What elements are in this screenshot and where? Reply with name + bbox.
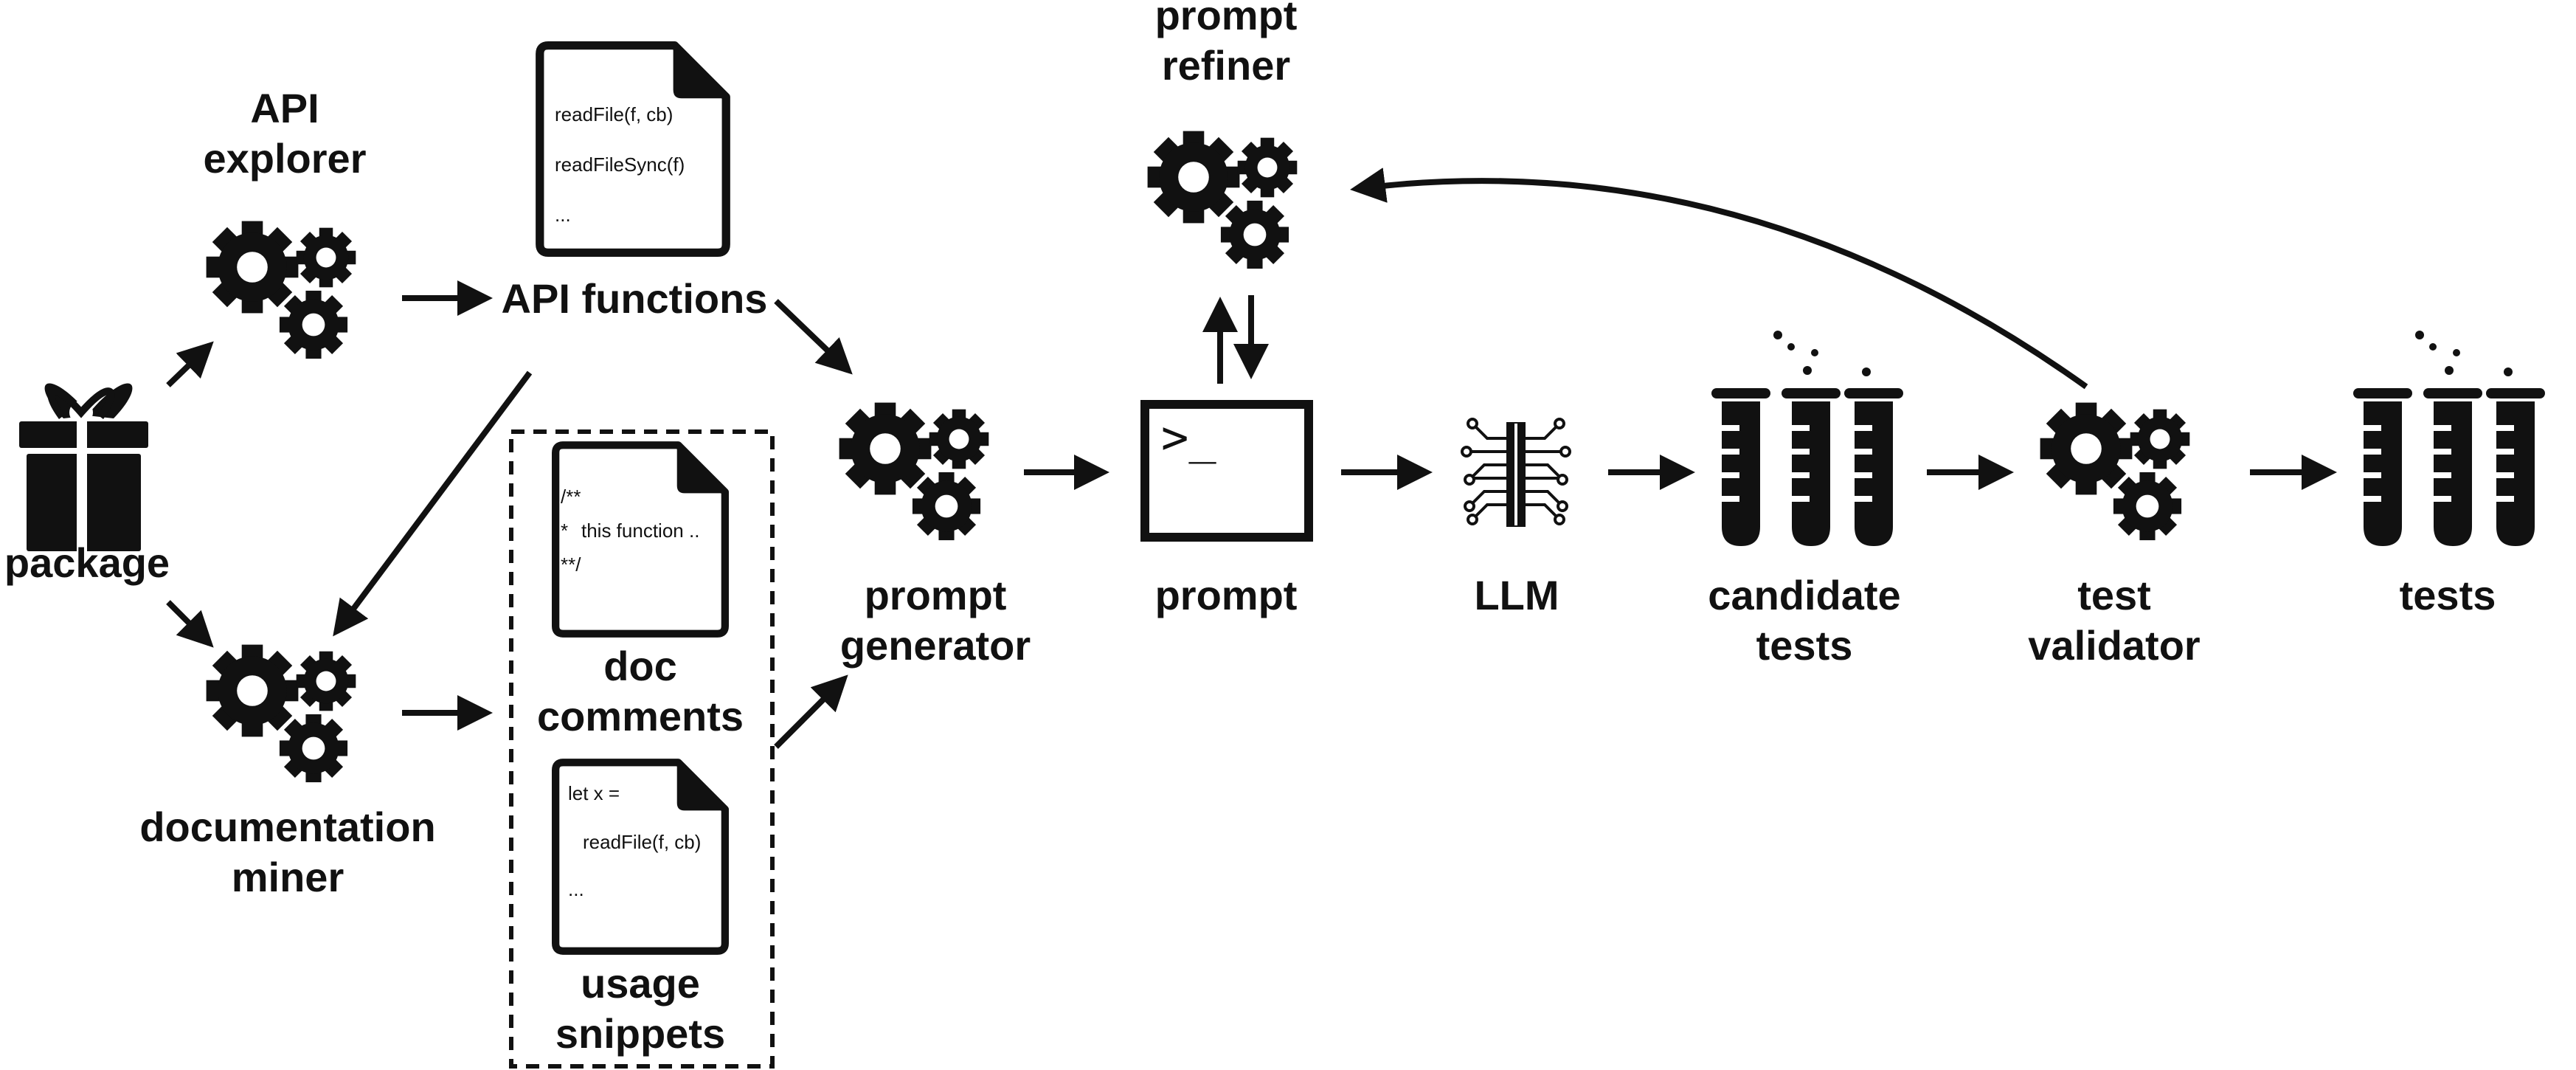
package-label: package: [4, 539, 170, 586]
prompt-label: prompt: [1155, 572, 1298, 618]
prompt-generator-label-line1: prompt: [865, 572, 1007, 618]
api-doc-line-1: readFile(f, cb): [555, 103, 673, 125]
doc-comment-line-4: **/: [561, 553, 581, 576]
terminal-icon: [1140, 400, 1313, 542]
prompt-refiner-node: prompt refiner: [1148, 0, 1298, 269]
doc-comment-line-2: *: [561, 520, 568, 542]
arrow-package-to-miner: [166, 600, 214, 648]
test-validator-label-line1: test: [2077, 572, 2151, 618]
llm-node: LLM: [1461, 418, 1571, 618]
gears-icon: [2040, 403, 2190, 540]
test-validator-label-line2: validator: [2028, 622, 2200, 669]
test-validator-node: test validator: [2028, 403, 2201, 669]
api-explorer-label-line1: API: [250, 85, 319, 131]
candidate-tests-node: candidate tests: [1708, 331, 1903, 669]
usage-snippets-label-line1: usage: [581, 960, 700, 1007]
candidate-tests-label-line1: candidate: [1708, 572, 1900, 618]
arrow-api-functions-to-miner: [333, 370, 533, 637]
terminal-prompt-text: >_: [1161, 410, 1216, 464]
doc-comments-label-line2: comments: [537, 693, 744, 739]
candidate-tests-label-line2: tests: [1756, 622, 1853, 669]
prompt-generator-label-line2: generator: [840, 622, 1031, 669]
arrow-package-to-explorer: [166, 341, 214, 387]
package-node: package: [4, 383, 170, 586]
tests-label: tests: [2400, 572, 2496, 618]
api-functions-node: readFile(f, cb) readFileSync(f) ... API …: [502, 46, 768, 322]
gears-icon: [207, 645, 356, 782]
api-explorer-node: API explorer: [204, 85, 367, 359]
documentation-sources-group: /** * this function .. **/ doc comments …: [509, 429, 775, 1069]
gears-icon: [1148, 131, 1298, 269]
gift-icon: [19, 383, 148, 551]
llm-label: LLM: [1474, 572, 1559, 618]
doc-comments-label-line1: doc: [603, 643, 677, 689]
documentation-miner-node: documentation miner: [139, 645, 436, 900]
prompt-node: >_ prompt: [1140, 400, 1313, 618]
arrow-docs-to-generator: [774, 674, 848, 749]
api-doc-line-2: readFileSync(f): [555, 153, 685, 176]
api-functions-label: API functions: [502, 275, 768, 322]
api-explorer-label-line2: explorer: [204, 135, 367, 182]
arrow-validator-to-refiner: [1350, 168, 2088, 390]
usage-snippets-label-line2: snippets: [555, 1010, 725, 1057]
usage-snippet-line-1: let x =: [568, 782, 620, 804]
prompt-refiner-label-line1: prompt: [1155, 0, 1298, 38]
gears-icon: [839, 403, 989, 540]
arrow-api-functions-to-generator: [774, 299, 853, 375]
test-tubes-icon: [2353, 331, 2545, 546]
usage-snippet-line-2: readFile(f, cb): [583, 831, 701, 853]
prompt-generator-node: prompt generator: [839, 403, 1031, 669]
prompt-refiner-label-line2: refiner: [1162, 42, 1290, 89]
gears-icon: [207, 221, 356, 359]
usage-snippet-line-3: ...: [568, 878, 584, 900]
documentation-miner-label-line2: miner: [232, 854, 344, 900]
arrows: [166, 168, 2337, 749]
test-tubes-icon: [1711, 331, 1903, 546]
neural-chip-icon: [1461, 418, 1571, 527]
dashed-container: [509, 429, 775, 1069]
doc-comment-line-1: /**: [561, 486, 581, 508]
doc-comment-line-3: this function ..: [581, 520, 699, 542]
api-doc-line-3: ...: [555, 204, 571, 226]
documentation-miner-label-line1: documentation: [139, 804, 435, 850]
tests-node: tests: [2353, 331, 2545, 618]
